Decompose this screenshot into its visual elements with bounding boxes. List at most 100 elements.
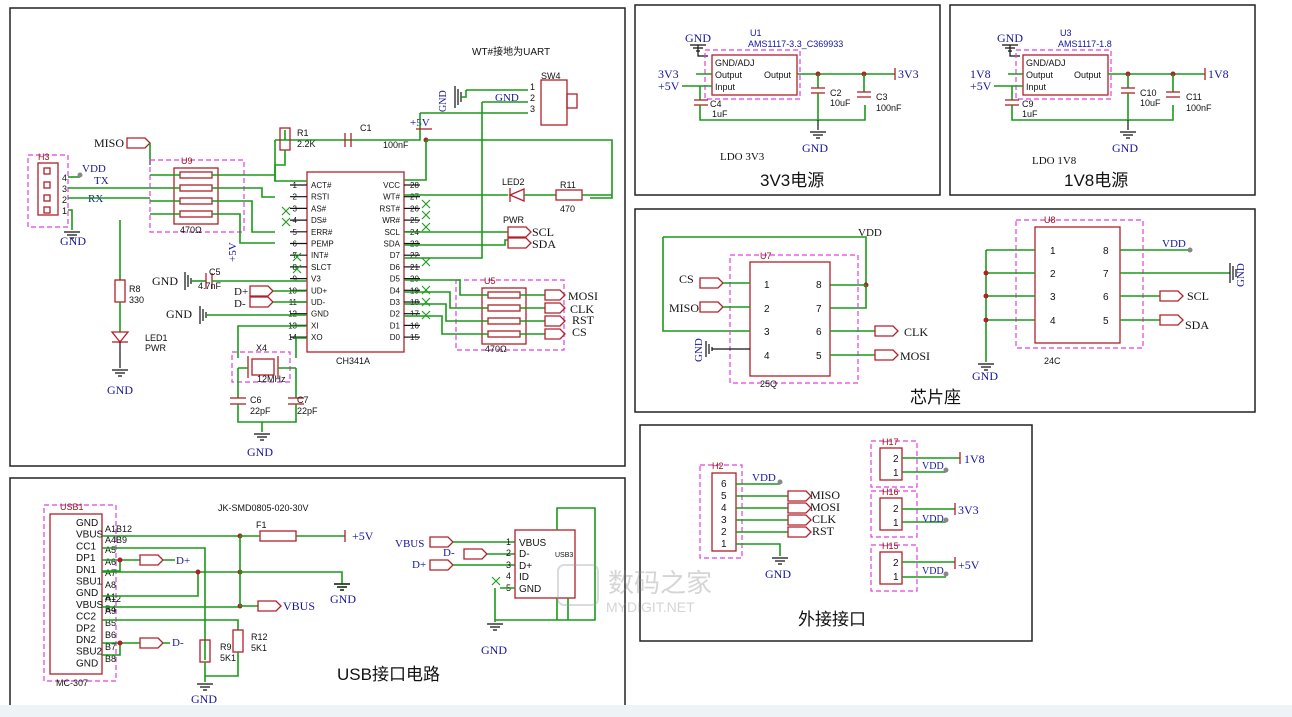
svg-text:PWR: PWR xyxy=(145,343,166,353)
svg-text:SDA: SDA xyxy=(532,237,556,251)
usb1-pin-name: CC1 xyxy=(76,541,96,552)
u7-body xyxy=(749,261,831,377)
ch341-pin-name: GND xyxy=(311,310,329,319)
svg-text:VBUS: VBUS xyxy=(283,599,315,613)
no-connect-mark xyxy=(421,222,431,232)
watermark: 数码之家 MYDIGIT.NET xyxy=(557,564,712,615)
ch341-pin-name: V3 xyxy=(311,275,321,284)
svg-text:CH341A: CH341A xyxy=(336,356,370,366)
no-connect-mark xyxy=(421,199,431,209)
svg-text:GND: GND xyxy=(191,692,217,706)
ch341-pin-name: RSTI xyxy=(311,193,329,202)
svg-text:1uF: 1uF xyxy=(712,109,728,119)
svg-text:C2: C2 xyxy=(830,88,842,98)
svg-text:GND: GND xyxy=(1112,141,1138,155)
svg-text:4: 4 xyxy=(62,173,67,183)
svg-text:GND: GND xyxy=(765,567,791,581)
svg-text:D+: D+ xyxy=(519,561,532,572)
u3-body xyxy=(1022,54,1109,96)
ch341-pin-name: ERR# xyxy=(311,228,333,237)
usb1-pad-label: B6 xyxy=(105,630,116,640)
ch341-pin-name: D5 xyxy=(390,275,401,284)
svg-text:MISO: MISO xyxy=(94,136,124,150)
ch341-pin-name: UD+ xyxy=(311,286,328,295)
no-connect-mark xyxy=(421,210,431,220)
h2-pin-num: 2 xyxy=(721,527,727,538)
svg-text:GND: GND xyxy=(495,92,519,104)
ch341-body xyxy=(306,171,405,353)
svg-text:D-: D- xyxy=(172,637,184,649)
svg-text:U8: U8 xyxy=(1044,215,1056,225)
svg-text:MOSI: MOSI xyxy=(568,289,598,303)
svg-text:SCL: SCL xyxy=(1187,289,1209,303)
ch341-pin-name: D0 xyxy=(390,333,401,342)
ch341-pin-name: VCC xyxy=(383,181,400,190)
ch341-pin-name: INT# xyxy=(311,251,329,260)
usb1-pad-label: A7 xyxy=(105,568,116,578)
h3-body xyxy=(37,162,59,216)
ldo18-title: 1V8电源 xyxy=(1064,171,1128,190)
svg-text:CLK: CLK xyxy=(812,512,836,526)
usb1-pin-name: CC2 xyxy=(76,612,96,623)
svg-text:GND: GND xyxy=(152,274,178,288)
usb1-pad-label: A4B9 xyxy=(105,535,127,545)
svg-text:D-: D- xyxy=(519,549,530,560)
ch341-pin-name: ACT# xyxy=(311,181,332,190)
net-port xyxy=(544,302,566,314)
svg-text:H17: H17 xyxy=(882,437,899,447)
ch341-pin-name: RST# xyxy=(380,204,401,213)
svg-text:H15: H15 xyxy=(882,541,899,551)
usb1-pin-name: GND xyxy=(76,588,98,599)
ch341-pin-name: SCL xyxy=(384,228,400,237)
svg-text:+5V: +5V xyxy=(970,79,992,93)
svg-text:C4: C4 xyxy=(710,99,722,109)
svg-text:1: 1 xyxy=(893,468,899,479)
ch341-pin-name: D3 xyxy=(390,298,401,307)
svg-text:CS: CS xyxy=(679,272,694,286)
svg-text:GND: GND xyxy=(438,90,449,112)
svg-text:1: 1 xyxy=(764,280,770,291)
sw4 xyxy=(540,79,568,126)
ch341-pin-name: D6 xyxy=(390,263,401,272)
no-connect-mark xyxy=(281,206,291,216)
svg-text:R11: R11 xyxy=(560,180,576,190)
ch341-pin-name: UD- xyxy=(311,298,326,307)
no-connect-mark xyxy=(421,310,431,320)
svg-text:AMS1117-3.3_C369933: AMS1117-3.3_C369933 xyxy=(748,39,843,49)
svg-text:6: 6 xyxy=(816,327,822,338)
svg-text:C7: C7 xyxy=(297,395,309,405)
r11 xyxy=(555,189,583,201)
svg-text:C1: C1 xyxy=(360,123,372,133)
usb3-body xyxy=(514,529,576,599)
svg-text:2: 2 xyxy=(506,548,511,558)
svg-text:1uF: 1uF xyxy=(1022,109,1038,119)
svg-text:RX: RX xyxy=(88,193,103,205)
svg-text:C3: C3 xyxy=(876,92,888,102)
usb1-pad-label: A1B12 xyxy=(105,524,132,534)
svg-text:GND: GND xyxy=(107,383,133,397)
net-port xyxy=(544,328,566,340)
svg-text:1: 1 xyxy=(893,572,899,583)
svg-text:U3: U3 xyxy=(1060,28,1072,38)
panel-socket xyxy=(634,208,1256,413)
r12 xyxy=(232,629,244,653)
ch341-pin-name: XO xyxy=(311,333,323,342)
svg-text:C9: C9 xyxy=(1022,99,1034,109)
svg-text:25Q: 25Q xyxy=(760,379,777,389)
svg-text:2: 2 xyxy=(1050,269,1056,280)
svg-text:C10: C10 xyxy=(1140,88,1157,98)
svg-text:2: 2 xyxy=(62,195,67,205)
led2 xyxy=(508,188,525,202)
svg-text:ID: ID xyxy=(519,572,529,583)
svg-text:2: 2 xyxy=(893,454,899,465)
svg-text:CLK: CLK xyxy=(570,302,594,316)
svg-text:5: 5 xyxy=(816,351,822,362)
usb1-pin-name: VBUS xyxy=(76,600,104,611)
ch341-pin-name: DS# xyxy=(311,216,327,225)
svg-text:SDA: SDA xyxy=(1185,318,1209,332)
svg-text:1: 1 xyxy=(893,518,899,529)
svg-text:100nF: 100nF xyxy=(383,140,409,150)
r8 xyxy=(114,279,126,303)
svg-text:MOSI: MOSI xyxy=(900,349,930,363)
u1-body xyxy=(711,54,798,96)
